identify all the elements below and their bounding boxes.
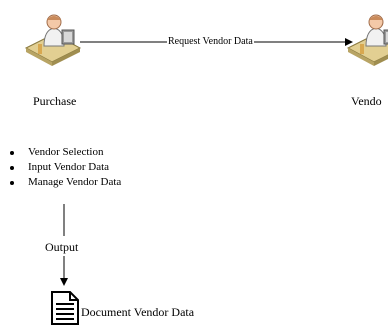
flow-label-request-vendor-data: Request Vendor Data [167,36,254,48]
task-list: Vendor Selection Input Vendor Data Manag… [8,145,121,190]
task-label: Vendor Selection [28,146,104,158]
document-icon [51,291,79,325]
actor-label-purchase: Purchase [33,94,77,108]
task-label: Input Vendor Data [28,161,110,173]
bullet-icon [10,181,14,185]
user-at-desk-icon [24,14,82,66]
bullet-icon [10,151,14,155]
actor-label-vendor: Vendo [351,94,382,108]
bullet-icon [10,166,14,170]
task-item: Manage Vendor Data [8,175,121,190]
document-label: Document Vendor Data [81,305,195,319]
task-item: Vendor Selection [8,145,121,160]
task-item: Input Vendor Data [8,160,121,175]
task-label: Manage Vendor Data [28,176,122,188]
user-at-desk-icon [346,14,388,66]
output-label: Output [45,240,79,254]
